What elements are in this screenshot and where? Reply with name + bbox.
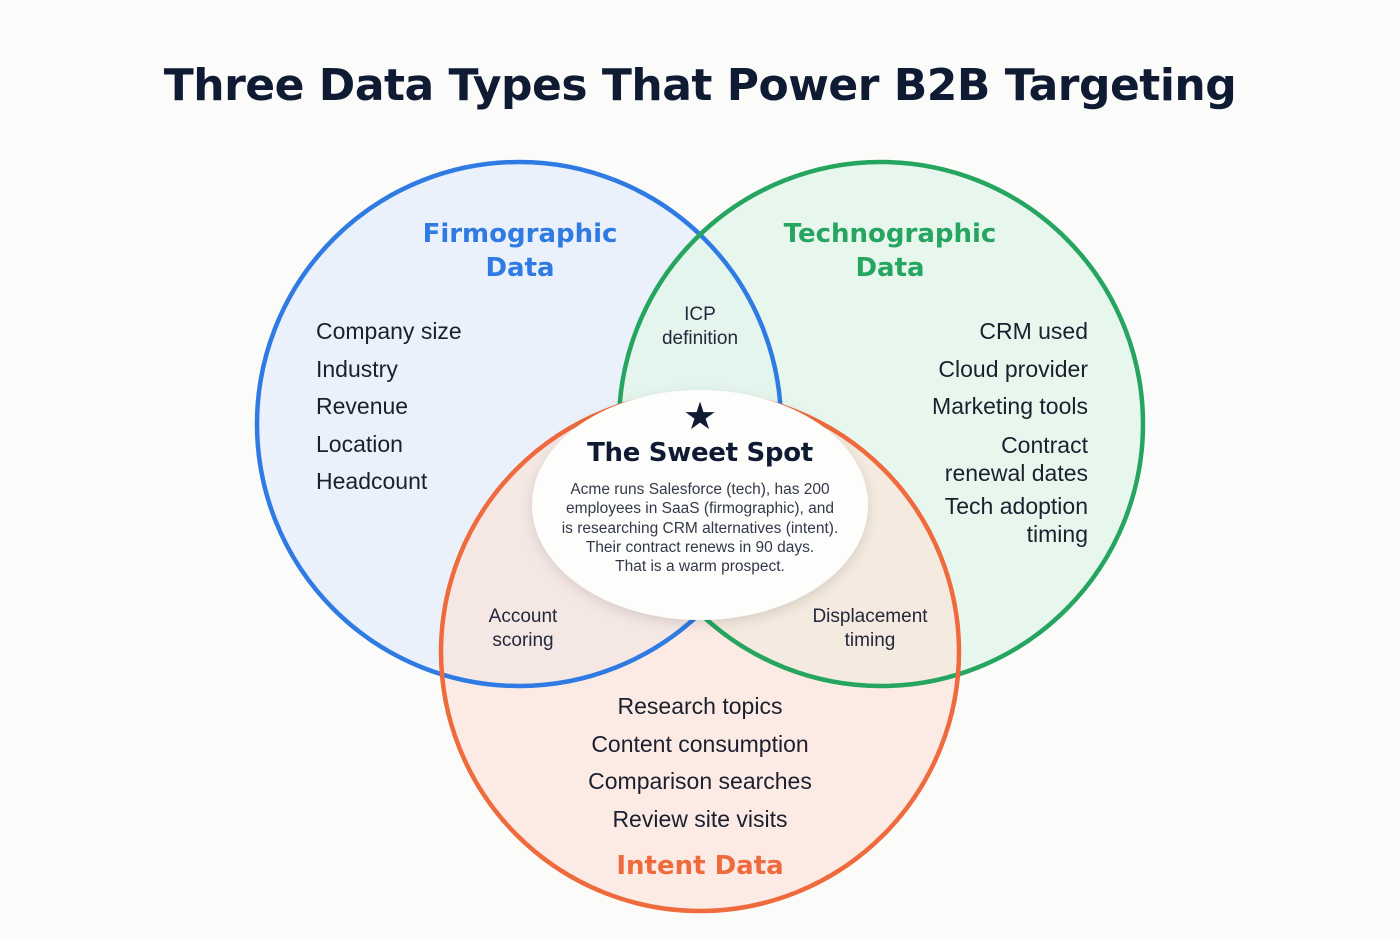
technographic-heading: Technographic Data <box>760 217 1020 285</box>
star-icon: ★ <box>682 396 718 438</box>
technographic-item: Cloud provider <box>938 355 1088 382</box>
sweet-spot-ellipse <box>532 390 868 620</box>
overlap-line: scoring <box>492 630 554 651</box>
firmographic-heading: Firmographic Data <box>400 217 640 285</box>
sweet-spot-line: is researching CRM alternatives (intent)… <box>561 519 839 537</box>
technographic-items: CRM used Cloud provider Marketing tools … <box>868 313 1088 552</box>
intent-item: Research topics <box>617 693 783 719</box>
technographic-item-line: Tech adoption <box>944 492 1088 519</box>
sweet-spot-line: That is a warm prospect. <box>615 558 785 576</box>
technographic-item-line: renewal dates <box>944 459 1088 486</box>
intent-items: Research topics Content consumption Comp… <box>540 688 860 838</box>
sweet-spot-line: Their contract renews in 90 days. <box>585 538 815 556</box>
sweet-spot-description: Acme runs Salesforce (tech), has 200 emp… <box>540 480 860 576</box>
technographic-item: Contract renewal dates <box>868 431 1088 487</box>
firmographic-items: Company size Industry Revenue Location H… <box>316 313 462 501</box>
technographic-item-line: timing <box>1026 520 1088 547</box>
page-title: Three Data Types That Power B2B Targetin… <box>163 60 1237 111</box>
overlap-line: timing <box>844 630 896 651</box>
sweet-spot-title: The Sweet Spot <box>587 438 813 468</box>
overlap-displacement-timing: Displacement timing <box>790 605 950 653</box>
firmographic-item: Industry <box>316 355 398 382</box>
overlap-icp-definition: ICP definition <box>630 303 770 351</box>
overlap-line: Displacement <box>812 606 928 627</box>
intent-item: Review site visits <box>612 805 788 832</box>
technographic-item-line: Contract <box>1001 431 1088 458</box>
technographic-item: Marketing tools <box>932 393 1088 419</box>
intent-item: Content consumption <box>591 730 809 757</box>
overlap-account-scoring: Account scoring <box>453 605 593 653</box>
sweet-spot-line: Acme runs Salesforce (tech), has 200 <box>570 481 830 498</box>
overlap-line: ICP <box>684 304 716 325</box>
firmographic-heading-line2: Data <box>485 253 555 283</box>
overlap-line: definition <box>661 328 739 349</box>
firmographic-item: Location <box>316 430 403 457</box>
technographic-heading-line1: Technographic <box>783 219 997 249</box>
technographic-heading-line2: Data <box>855 253 925 283</box>
firmographic-item: Company size <box>316 318 462 344</box>
intent-item: Comparison searches <box>588 768 812 794</box>
sweet-spot-line: employees in SaaS (firmographic), and <box>566 500 834 518</box>
overlap-line: Account <box>488 606 558 627</box>
firmographic-heading-line1: Firmographic <box>422 219 618 249</box>
sweet-spot: ★ The Sweet Spot Acme runs Salesforce (t… <box>540 398 860 576</box>
technographic-item: Tech adoption timing <box>868 492 1088 548</box>
technographic-item: CRM used <box>979 318 1088 344</box>
firmographic-item: Revenue <box>316 393 409 419</box>
firmographic-item: Headcount <box>316 468 428 494</box>
intent-heading: Intent Data <box>616 851 784 881</box>
